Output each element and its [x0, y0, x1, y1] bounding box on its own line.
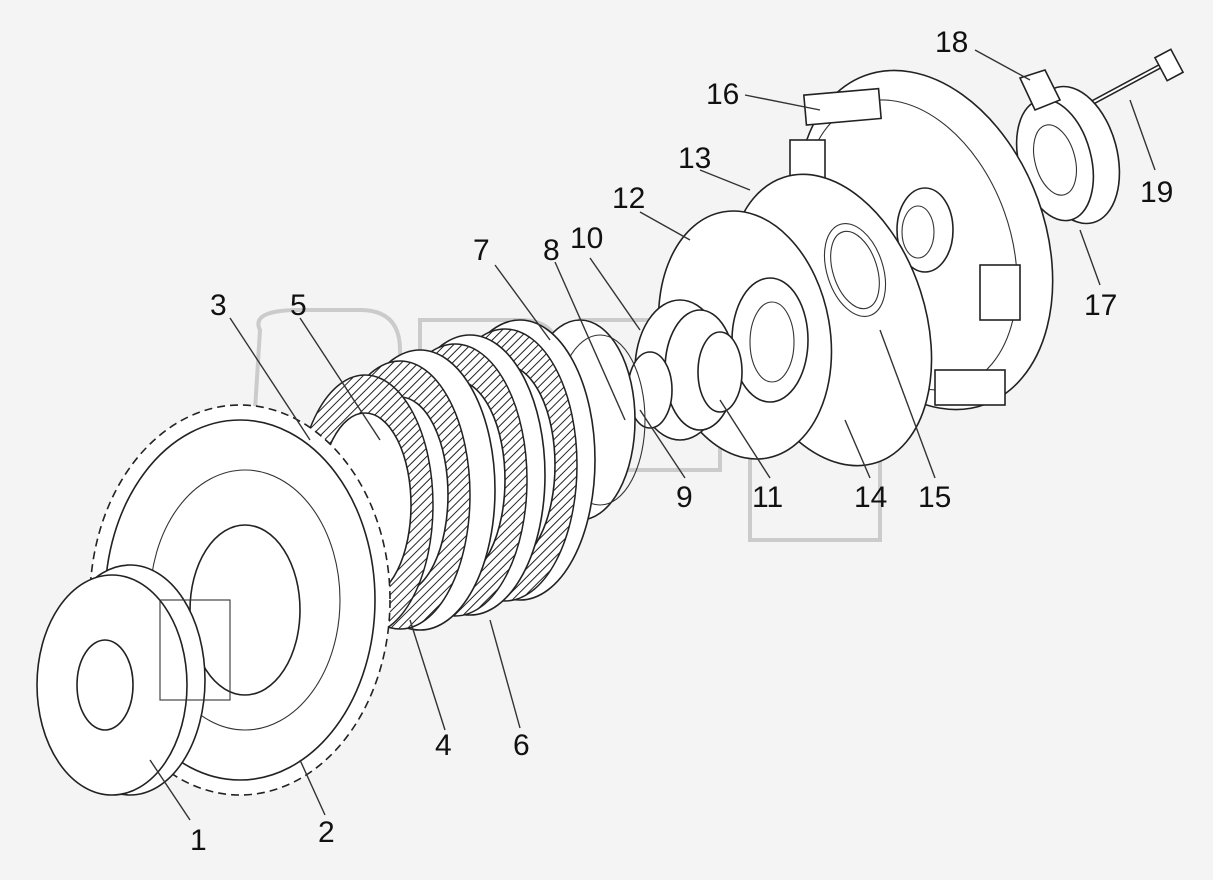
label-8: 8 — [543, 234, 560, 267]
label-3: 3 — [210, 289, 227, 322]
label-2: 2 — [318, 816, 335, 849]
label-15: 15 — [918, 481, 951, 514]
label-1: 1 — [190, 824, 207, 857]
part-labels: 1 2 3 4 5 6 7 8 9 10 11 12 13 14 15 16 1… — [190, 26, 1173, 857]
label-10: 10 — [570, 222, 603, 255]
leader-lines — [149, 49, 1156, 821]
part-17-bearing — [1015, 69, 1121, 225]
label-4: 4 — [435, 729, 452, 762]
label-6: 6 — [513, 729, 530, 762]
label-11: 11 — [752, 481, 783, 514]
part-10-spring — [627, 299, 743, 441]
label-12: 12 — [612, 182, 645, 215]
label-18: 18 — [935, 26, 968, 59]
label-17: 17 — [1084, 289, 1117, 322]
label-16: 16 — [706, 78, 739, 111]
label-5: 5 — [290, 289, 307, 322]
part-1-hub — [36, 564, 231, 796]
label-7: 7 — [473, 234, 490, 267]
label-13: 13 — [678, 142, 711, 175]
label-9: 9 — [676, 481, 693, 514]
label-14: 14 — [854, 481, 887, 514]
label-19: 19 — [1140, 176, 1173, 209]
